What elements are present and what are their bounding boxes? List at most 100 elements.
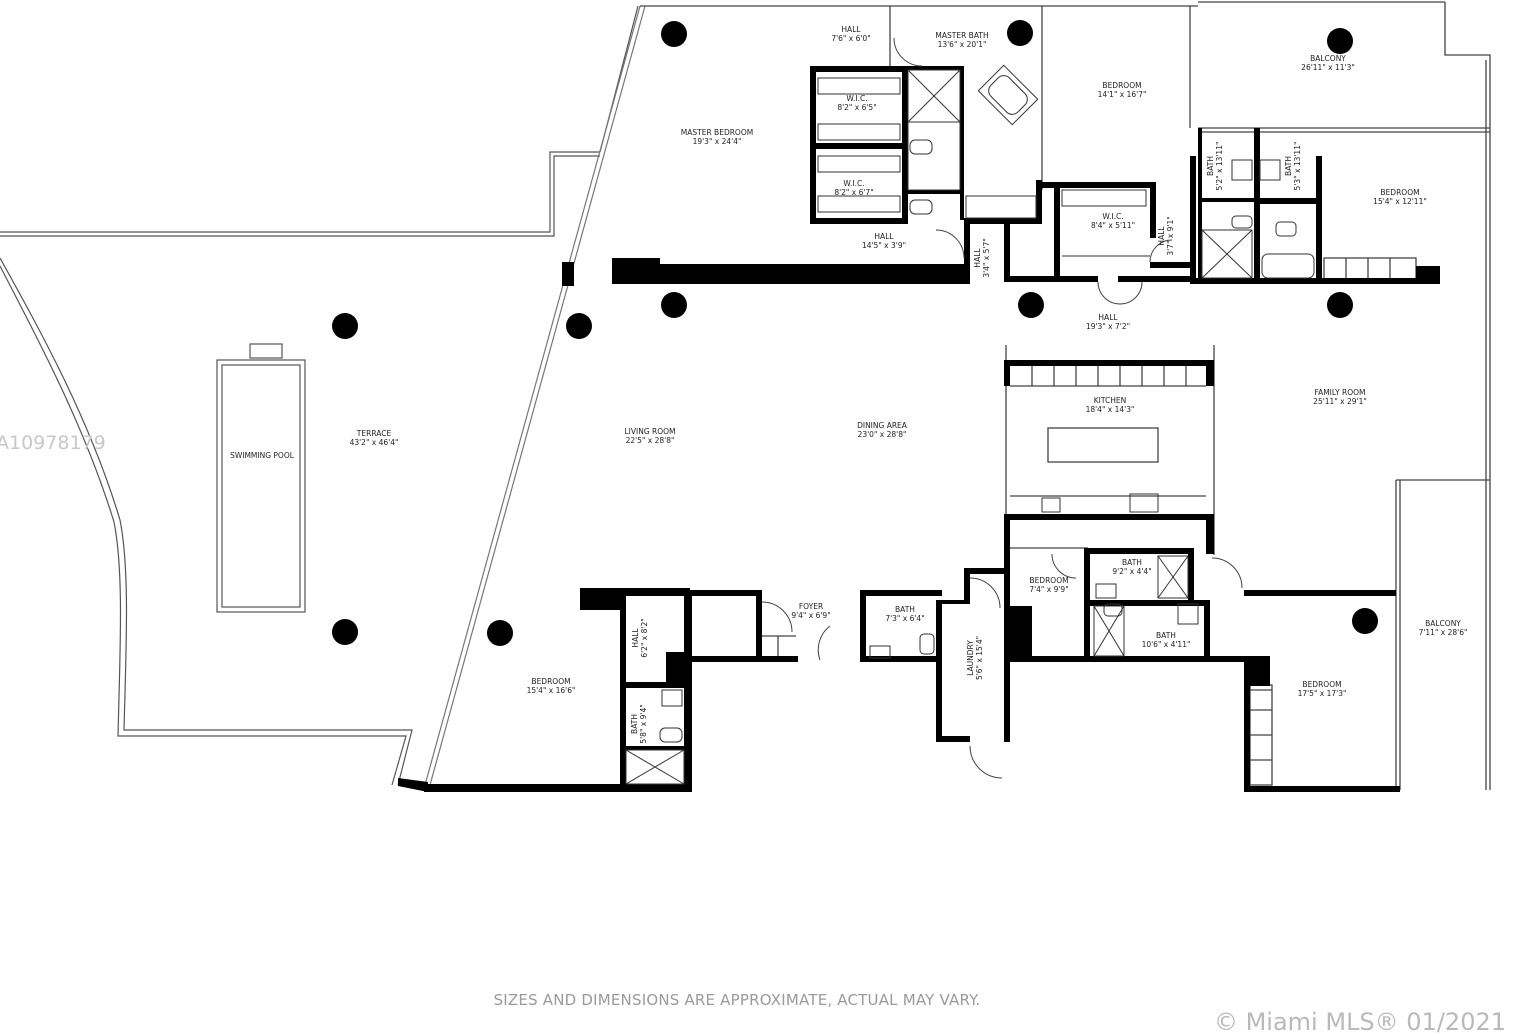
- svg-text:HALL: HALL: [973, 248, 982, 268]
- svg-text:SWIMMING POOL: SWIMMING POOL: [230, 451, 295, 460]
- thick-walls: [398, 66, 1440, 792]
- svg-text:5'8" x 9'4": 5'8" x 9'4": [639, 704, 648, 743]
- svg-text:8'4" x 5'11": 8'4" x 5'11": [1091, 221, 1135, 230]
- svg-text:3'4" x 5'7": 3'4" x 5'7": [982, 238, 991, 277]
- svg-text:W.I.C.: W.I.C.: [843, 179, 864, 188]
- svg-text:26'11" x 11'3": 26'11" x 11'3": [1301, 63, 1355, 72]
- svg-text:9'4" x 6'9": 9'4" x 6'9": [791, 611, 830, 620]
- svg-text:BATH: BATH: [1122, 558, 1142, 567]
- svg-text:6'2" x 8'2": 6'2" x 8'2": [640, 618, 649, 657]
- listing-id-watermark: A10978179: [0, 432, 106, 454]
- svg-text:9'2" x 4'4": 9'2" x 4'4": [1112, 567, 1151, 576]
- svg-text:BATH: BATH: [630, 714, 639, 734]
- label-wic-2: W.I.C.8'2" x 6'7": [834, 179, 873, 197]
- svg-text:14'1" x 16'7": 14'1" x 16'7": [1098, 90, 1147, 99]
- svg-text:13'6" x 20'1": 13'6" x 20'1": [938, 40, 987, 49]
- svg-text:HALL: HALL: [1157, 226, 1166, 246]
- svg-text:LAUNDRY: LAUNDRY: [966, 640, 975, 676]
- svg-text:7'4" x 9'9": 7'4" x 9'9": [1029, 585, 1068, 594]
- svg-text:KITCHEN: KITCHEN: [1094, 396, 1127, 405]
- svg-text:7'11" x 28'6": 7'11" x 28'6": [1419, 628, 1468, 637]
- svg-text:BEDROOM: BEDROOM: [1102, 81, 1141, 90]
- svg-text:7'3" x 6'4": 7'3" x 6'4": [885, 614, 924, 623]
- svg-text:5'2" x 13'11": 5'2" x 13'11": [1215, 142, 1224, 191]
- columns: [332, 20, 1378, 646]
- terrace-outline: [0, 5, 646, 786]
- svg-text:HALL: HALL: [631, 628, 640, 648]
- svg-text:3'7" x 9'1": 3'7" x 9'1": [1166, 216, 1175, 255]
- svg-text:8'2" x 6'5": 8'2" x 6'5": [837, 103, 876, 112]
- svg-text:5'6" x 15'4": 5'6" x 15'4": [975, 636, 984, 680]
- label-wic-1: W.I.C.8'2" x 6'5": [837, 94, 876, 112]
- svg-text:BATH: BATH: [1206, 156, 1215, 176]
- svg-text:7'6" x 6'0": 7'6" x 6'0": [831, 34, 870, 43]
- svg-text:19'3" x 24'4": 19'3" x 24'4": [693, 137, 742, 146]
- disclaimer-text: SIZES AND DIMENSIONS ARE APPROXIMATE, AC…: [493, 991, 981, 1009]
- swimming-pool-outline: [216, 343, 306, 613]
- svg-text:17'5" x 17'3": 17'5" x 17'3": [1298, 689, 1347, 698]
- svg-text:FOYER: FOYER: [799, 602, 823, 611]
- door-swings: [761, 37, 1243, 779]
- svg-text:18'4" x 14'3": 18'4" x 14'3": [1086, 405, 1135, 414]
- label-wic-3: W.I.C.8'4" x 5'11": [1091, 212, 1135, 230]
- svg-text:HALL: HALL: [874, 232, 894, 241]
- fixtures: [625, 64, 1315, 785]
- svg-text:19'3" x 7'2": 19'3" x 7'2": [1086, 322, 1130, 331]
- svg-text:5'3" x 13'11": 5'3" x 13'11": [1293, 142, 1302, 191]
- svg-text:W.I.C.: W.I.C.: [1102, 212, 1123, 221]
- svg-text:LIVING ROOM: LIVING ROOM: [624, 427, 675, 436]
- svg-text:BEDROOM: BEDROOM: [1380, 188, 1419, 197]
- svg-text:HALL: HALL: [841, 25, 861, 34]
- svg-text:TERRACE: TERRACE: [356, 429, 392, 438]
- svg-text:10'6" x 4'11": 10'6" x 4'11": [1142, 640, 1191, 649]
- svg-text:MASTER BATH: MASTER BATH: [935, 31, 988, 40]
- svg-text:HALL: HALL: [1098, 313, 1118, 322]
- svg-text:BEDROOM: BEDROOM: [1302, 680, 1341, 689]
- svg-text:W.I.C.: W.I.C.: [846, 94, 867, 103]
- svg-text:14'5" x 3'9": 14'5" x 3'9": [862, 241, 906, 250]
- svg-text:15'4" x 16'6": 15'4" x 16'6": [527, 686, 576, 695]
- svg-text:43'2" x 46'4": 43'2" x 46'4": [350, 438, 399, 447]
- svg-text:BATH: BATH: [895, 605, 915, 614]
- svg-text:22'5" x 28'8": 22'5" x 28'8": [626, 436, 675, 445]
- svg-text:15'4" x 12'11": 15'4" x 12'11": [1373, 197, 1427, 206]
- svg-text:BALCONY: BALCONY: [1425, 619, 1461, 628]
- svg-text:BEDROOM: BEDROOM: [531, 677, 570, 686]
- mls-copyright-watermark: © Miami MLS® 01/2021: [1213, 1008, 1506, 1036]
- label-swimming-pool: SWIMMING POOL: [230, 451, 295, 460]
- svg-text:BEDROOM: BEDROOM: [1029, 576, 1068, 585]
- svg-text:8'2" x 6'7": 8'2" x 6'7": [834, 188, 873, 197]
- svg-text:BATH: BATH: [1156, 631, 1176, 640]
- svg-text:MASTER BEDROOM: MASTER BEDROOM: [681, 128, 753, 137]
